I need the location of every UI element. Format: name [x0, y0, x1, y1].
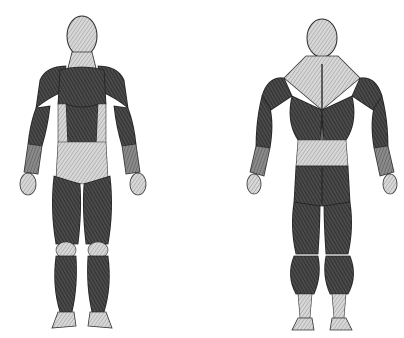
back-head: [307, 19, 337, 57]
back-right-shin: [332, 294, 346, 318]
back-right-hamstring: [324, 202, 352, 254]
front-left-thigh: [52, 176, 80, 244]
front-chest: [58, 67, 106, 108]
front-left-forearm: [24, 144, 42, 174]
back-left-calf: [290, 256, 319, 294]
front-right-forearm: [122, 144, 140, 174]
front-head: [67, 16, 97, 56]
back-figure: [247, 19, 397, 330]
back-left-shin: [298, 294, 312, 318]
front-left-upper-arm: [28, 106, 50, 146]
back-left-forearm: [250, 146, 270, 176]
front-neck: [68, 52, 96, 68]
back-left-foot: [292, 318, 314, 330]
back-right-foot: [330, 318, 352, 330]
back-left-hand: [247, 174, 261, 194]
front-right-foot: [88, 312, 112, 328]
back-left-hamstring: [292, 202, 320, 254]
front-left-hand: [20, 173, 36, 195]
back-lower-back: [296, 140, 348, 166]
back-right-calf: [325, 256, 354, 294]
front-right-thigh: [83, 176, 111, 244]
front-left-calf: [55, 256, 77, 312]
back-right-hand: [383, 174, 397, 194]
back-right-forearm: [374, 146, 394, 176]
front-right-upper-arm: [114, 106, 136, 146]
front-right-hand: [130, 173, 146, 195]
front-right-calf: [88, 256, 110, 312]
front-left-foot: [52, 312, 76, 328]
front-figure: [20, 16, 146, 328]
front-hips: [56, 142, 108, 184]
